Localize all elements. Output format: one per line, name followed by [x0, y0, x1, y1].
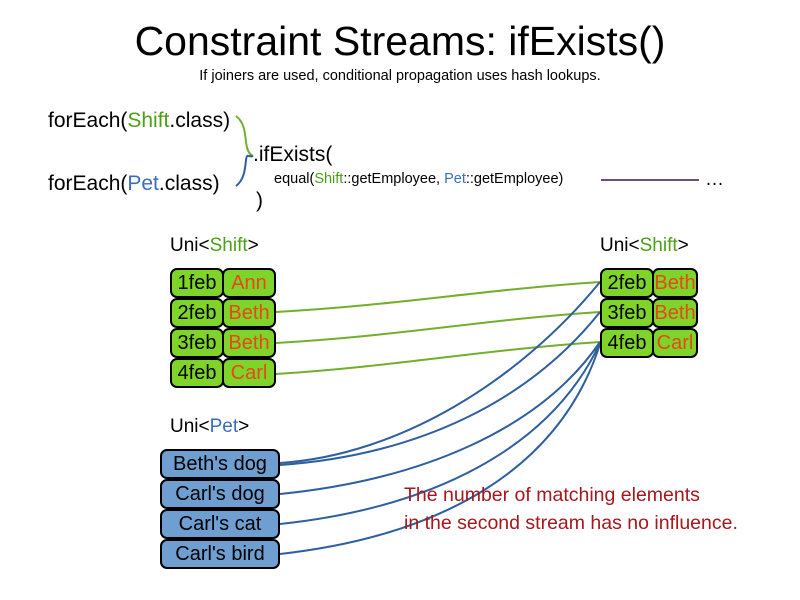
- shift-fact-employee: Ann: [222, 268, 276, 298]
- shift-fact-employee: Beth: [222, 298, 276, 328]
- pet-fact-label: Beth's dog: [160, 449, 280, 479]
- uni-label-right-shift-prefix: Uni<: [600, 235, 640, 256]
- uni-label-right-shift: Uni<Shift>: [600, 234, 689, 258]
- annotation-note-line2: in the second stream has no influence.: [404, 512, 738, 534]
- page-title: Constraint Streams: ifExists(): [134, 18, 666, 64]
- uni-label-left-pet: Uni<Pet>: [170, 415, 249, 439]
- code-equal-type-a: Shift: [314, 171, 344, 187]
- shift-fact-date: 2feb: [600, 268, 654, 298]
- code-equal-suffix: ::getEmployee): [465, 171, 564, 187]
- pet-fact-row[interactable]: Beth's dog: [160, 449, 280, 479]
- shift-fact-row[interactable]: 3feb Beth: [600, 298, 698, 328]
- shift-fact-row[interactable]: 3feb Beth: [170, 328, 276, 358]
- uni-label-left-pet-suffix: >: [238, 416, 250, 437]
- shift-fact-row[interactable]: 4feb Carl: [170, 358, 276, 388]
- shift-fact-employee: Beth: [652, 268, 698, 298]
- code-equal-joiner: equal(Shift::getEmployee, Pet::getEmploy…: [274, 170, 563, 189]
- shift-fact-employee: Beth: [222, 328, 276, 358]
- shift-fact-row[interactable]: 2feb Beth: [170, 298, 276, 328]
- shift-fact-row[interactable]: 1feb Ann: [170, 268, 276, 298]
- shift-fact-employee: Carl: [652, 328, 698, 358]
- uni-label-left-shift: Uni<Shift>: [170, 234, 259, 258]
- shift-fact-date: 3feb: [600, 298, 654, 328]
- shift-fact-row[interactable]: 4feb Carl: [600, 328, 698, 358]
- uni-label-left-shift-prefix: Uni<: [170, 235, 210, 256]
- wire-shift-3feb: [275, 311, 601, 344]
- code-foreach-pet-type: Pet: [127, 172, 159, 195]
- uni-label-right-shift-type: Shift: [639, 235, 678, 256]
- pet-fact-label: Carl's bird: [160, 539, 280, 569]
- page-subtitle: If joiners are used, conditional propaga…: [199, 68, 601, 84]
- code-close-paren: ): [256, 189, 263, 212]
- shift-stream-right: 2feb Beth 3feb Beth 4feb Carl: [600, 268, 698, 358]
- brace-pet-curve: [235, 154, 254, 187]
- code-foreach-pet: forEach(Pet.class): [48, 171, 220, 197]
- wire-pet-carls-dog-to-4feb: [279, 341, 601, 495]
- pet-fact-row[interactable]: Carl's cat: [160, 509, 280, 539]
- code-foreach-pet-suffix: .class): [158, 172, 220, 195]
- wire-pet-beths-dog-to-3feb: [279, 311, 601, 466]
- code-foreach-shift-prefix: forEach(: [48, 109, 128, 132]
- uni-label-left-pet-prefix: Uni<: [170, 416, 210, 437]
- shift-fact-employee: Carl: [222, 358, 276, 388]
- shift-fact-employee: Beth: [652, 298, 698, 328]
- code-foreach-shift-suffix: .class): [169, 109, 231, 132]
- pet-fact-label: Carl's cat: [160, 509, 280, 539]
- pet-fact-label: Carl's dog: [160, 479, 280, 509]
- code-ellipsis: …: [705, 169, 724, 190]
- shift-fact-row[interactable]: 2feb Beth: [600, 268, 698, 298]
- code-foreach-shift: forEach(Shift.class): [48, 108, 230, 134]
- uni-label-right-shift-suffix: >: [677, 235, 689, 256]
- annotation-note-line1: The number of matching elements: [404, 484, 700, 506]
- code-equal-type-b: Pet: [444, 171, 466, 187]
- uni-label-left-shift-suffix: >: [247, 235, 259, 256]
- code-ifexists-call: .ifExists(: [253, 143, 333, 166]
- code-equal-prefix: equal(: [274, 171, 315, 187]
- pet-fact-row[interactable]: Carl's dog: [160, 479, 280, 509]
- annotation-note: The number of matching elements in the s…: [404, 481, 738, 537]
- code-equal-middle: ::getEmployee,: [343, 171, 445, 187]
- pet-stream-left: Beth's dog Carl's dog Carl's cat Carl's …: [160, 449, 280, 569]
- wire-shift-2feb: [275, 281, 601, 313]
- shift-fact-date: 3feb: [170, 328, 224, 358]
- pet-fact-row[interactable]: Carl's bird: [160, 539, 280, 569]
- code-foreach-pet-prefix: forEach(: [48, 172, 128, 195]
- code-foreach-shift-type: Shift: [127, 109, 170, 132]
- shift-fact-date: 2feb: [170, 298, 224, 328]
- wire-shift-4feb: [275, 341, 601, 375]
- shift-fact-date: 1feb: [170, 268, 224, 298]
- shift-fact-date: 4feb: [170, 358, 224, 388]
- shift-fact-date: 4feb: [600, 328, 654, 358]
- uni-label-left-shift-type: Shift: [209, 235, 248, 256]
- uni-label-left-pet-type: Pet: [209, 416, 239, 437]
- brace-shift-curve: [235, 115, 254, 157]
- shift-stream-left: 1feb Ann 2feb Beth 3feb Beth 4feb Carl: [170, 268, 276, 388]
- wire-pet-beths-dog-to-2feb: [279, 281, 601, 464]
